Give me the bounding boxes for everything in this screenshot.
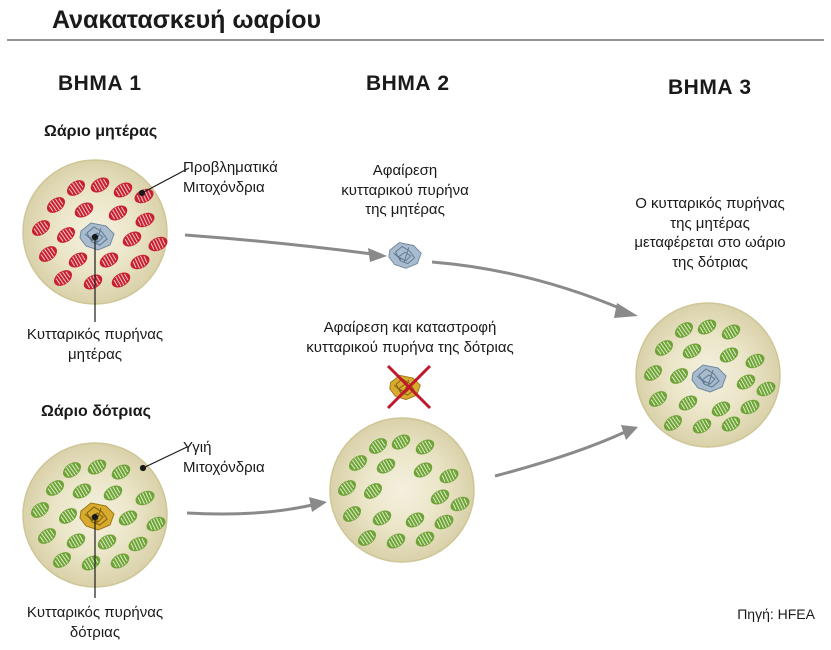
mother-nucleus-label: Κυτταρικός πυρήνας μητέρας [10,325,180,364]
step-1-heading: ΒΗΜΑ 1 [58,72,142,95]
source-credit: Πηγή: HFEA [737,606,815,622]
enucleated-donor-egg [329,417,475,563]
step-3-heading: ΒΗΜΑ 3 [668,76,752,99]
transfer-line-2: της μητέρας [670,214,750,232]
healthy-mito-line-2: Μιτοχόνδρια [183,458,265,476]
problematic-mito-label: Προβληματικά Μιτοχόνδρια [183,158,303,197]
mother-nucleus-line-2: μητέρας [67,345,123,363]
arrow-donor-to-step2 [186,503,313,516]
mother-egg-label: Ωάριο μητέρας [44,123,158,140]
destroyed-donor-nucleus [386,364,432,410]
remove-mother-line-1: Αφαίρεση [372,162,438,179]
arrow-mother-to-removal [184,233,373,256]
step-2-heading: ΒΗΜΑ 2 [366,72,450,95]
cross-line-2 [386,364,432,410]
transfer-line-4: της δότριας [672,253,748,271]
mother-egg [22,159,171,305]
reconstructed-egg [635,302,781,448]
arrows [184,233,626,516]
remove-mother-line-3: της μητέρας [365,201,445,218]
problematic-mito-line-1: Προβληματικά [183,159,278,176]
destroy-donor-line-2: κυτταρικού πυρήνα της δότριας [306,338,514,356]
healthy-mito-label: Υγιή Μιτοχόνδρια [183,438,303,477]
diagram-title: Ανακατασκευή ωαρίου [52,6,322,34]
mother-nucleus-line-1: Κυτταρικός πυρήνας [26,326,164,343]
donor-nucleus-line-2: δότριας [69,623,121,641]
leader-lines [91,167,190,598]
donor-egg-label: Ωάριο δότριας [41,403,151,420]
transfer-nucleus-label: Ο κυτταρικός πυρήνας της μητέρας μεταφέρ… [610,194,810,272]
destroy-donor-line-1: Αφαίρεση και καταστροφή [323,319,497,336]
arrow-removal-to-step3 [431,260,625,312]
remove-mother-nucleus-label: Αφαίρεση κυτταρικού πυρήνα της μητέρας [320,161,490,220]
healthy-mito-line-1: Υγιή [183,439,212,456]
leader-healthy-mito [142,446,188,469]
arrowhead-4 [621,425,638,440]
leader-problem-mito [141,167,190,194]
remove-mother-line-2: κυτταρικού πυρήνα [341,181,469,199]
destroy-donor-nucleus-label: Αφαίρεση και καταστροφή κυτταρικού πυρήν… [280,318,540,357]
arrowheads [309,248,638,512]
removed-mother-nucleus [388,242,422,269]
donor-nucleus-label: Κυτταρικός πυρήνας δότριας [10,603,180,642]
arrow-step2-to-step3 [494,430,626,478]
problematic-mito-line-2: Μιτοχόνδρια [183,178,265,196]
arrowhead-3 [309,497,327,512]
transfer-line-1: Ο κυτταρικός πυρήνας [635,195,785,212]
donor-nucleus-line-1: Κυτταρικός πυρήνας [26,604,164,621]
arrowhead-1 [368,248,387,262]
transfer-line-3: μεταφέρεται στο ωάριο [634,234,786,251]
arrowhead-2 [614,303,638,318]
